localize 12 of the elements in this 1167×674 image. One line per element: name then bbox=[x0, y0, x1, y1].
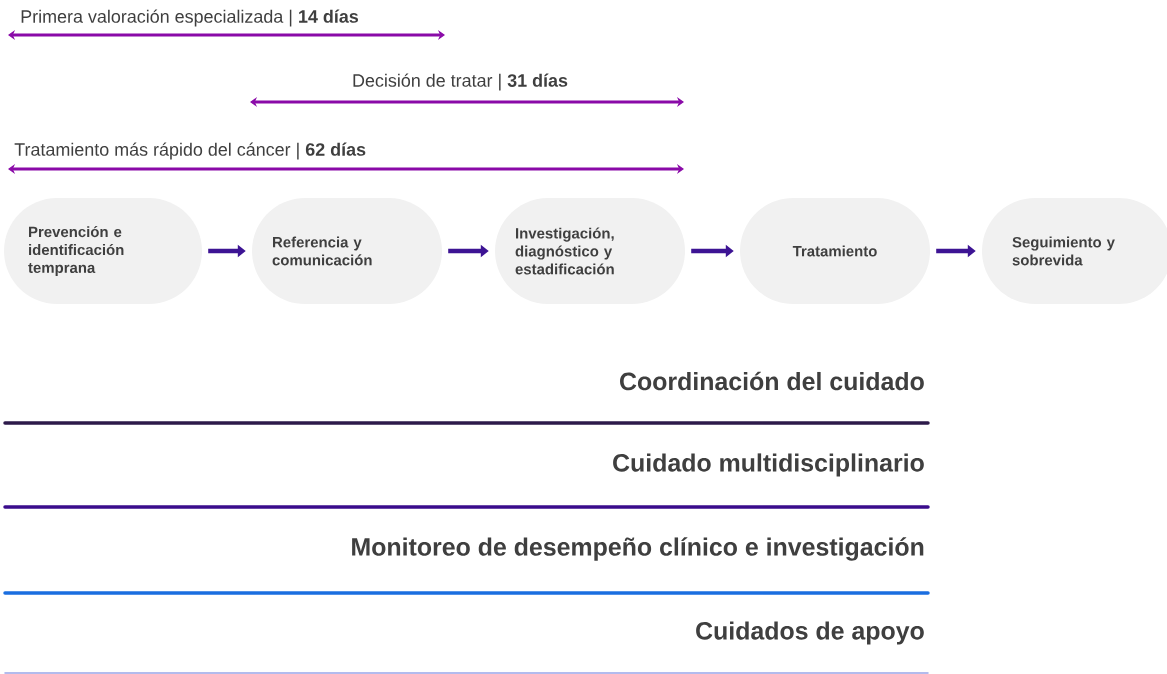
process-pill: Referencia y comunicación bbox=[252, 198, 442, 304]
process-pill: Investigación, diagnóstico y estadificación bbox=[495, 198, 685, 304]
section-heading: Coordinación del cuidado bbox=[620, 371, 924, 391]
section-heading: Monitoreo de desempeño clínico e investigación bbox=[352, 537, 924, 561]
section-heading: Cuidados de apoyo bbox=[696, 621, 924, 645]
duration-label: Tratamiento más rápido del cáncer | 62 días bbox=[14, 142, 366, 160]
duration-label: Primera valoración especializada | 14 días bbox=[21, 9, 359, 27]
section-heading: Cuidado multidisciplinario bbox=[613, 453, 924, 477]
process-pill: Seguimiento y sobrevida bbox=[982, 198, 1167, 304]
process-pill: Tratamiento bbox=[740, 198, 930, 304]
process-pill: Prevención e identificación temprana bbox=[4, 198, 202, 304]
duration-label: Decisión de tratar | 31 días bbox=[353, 73, 568, 91]
